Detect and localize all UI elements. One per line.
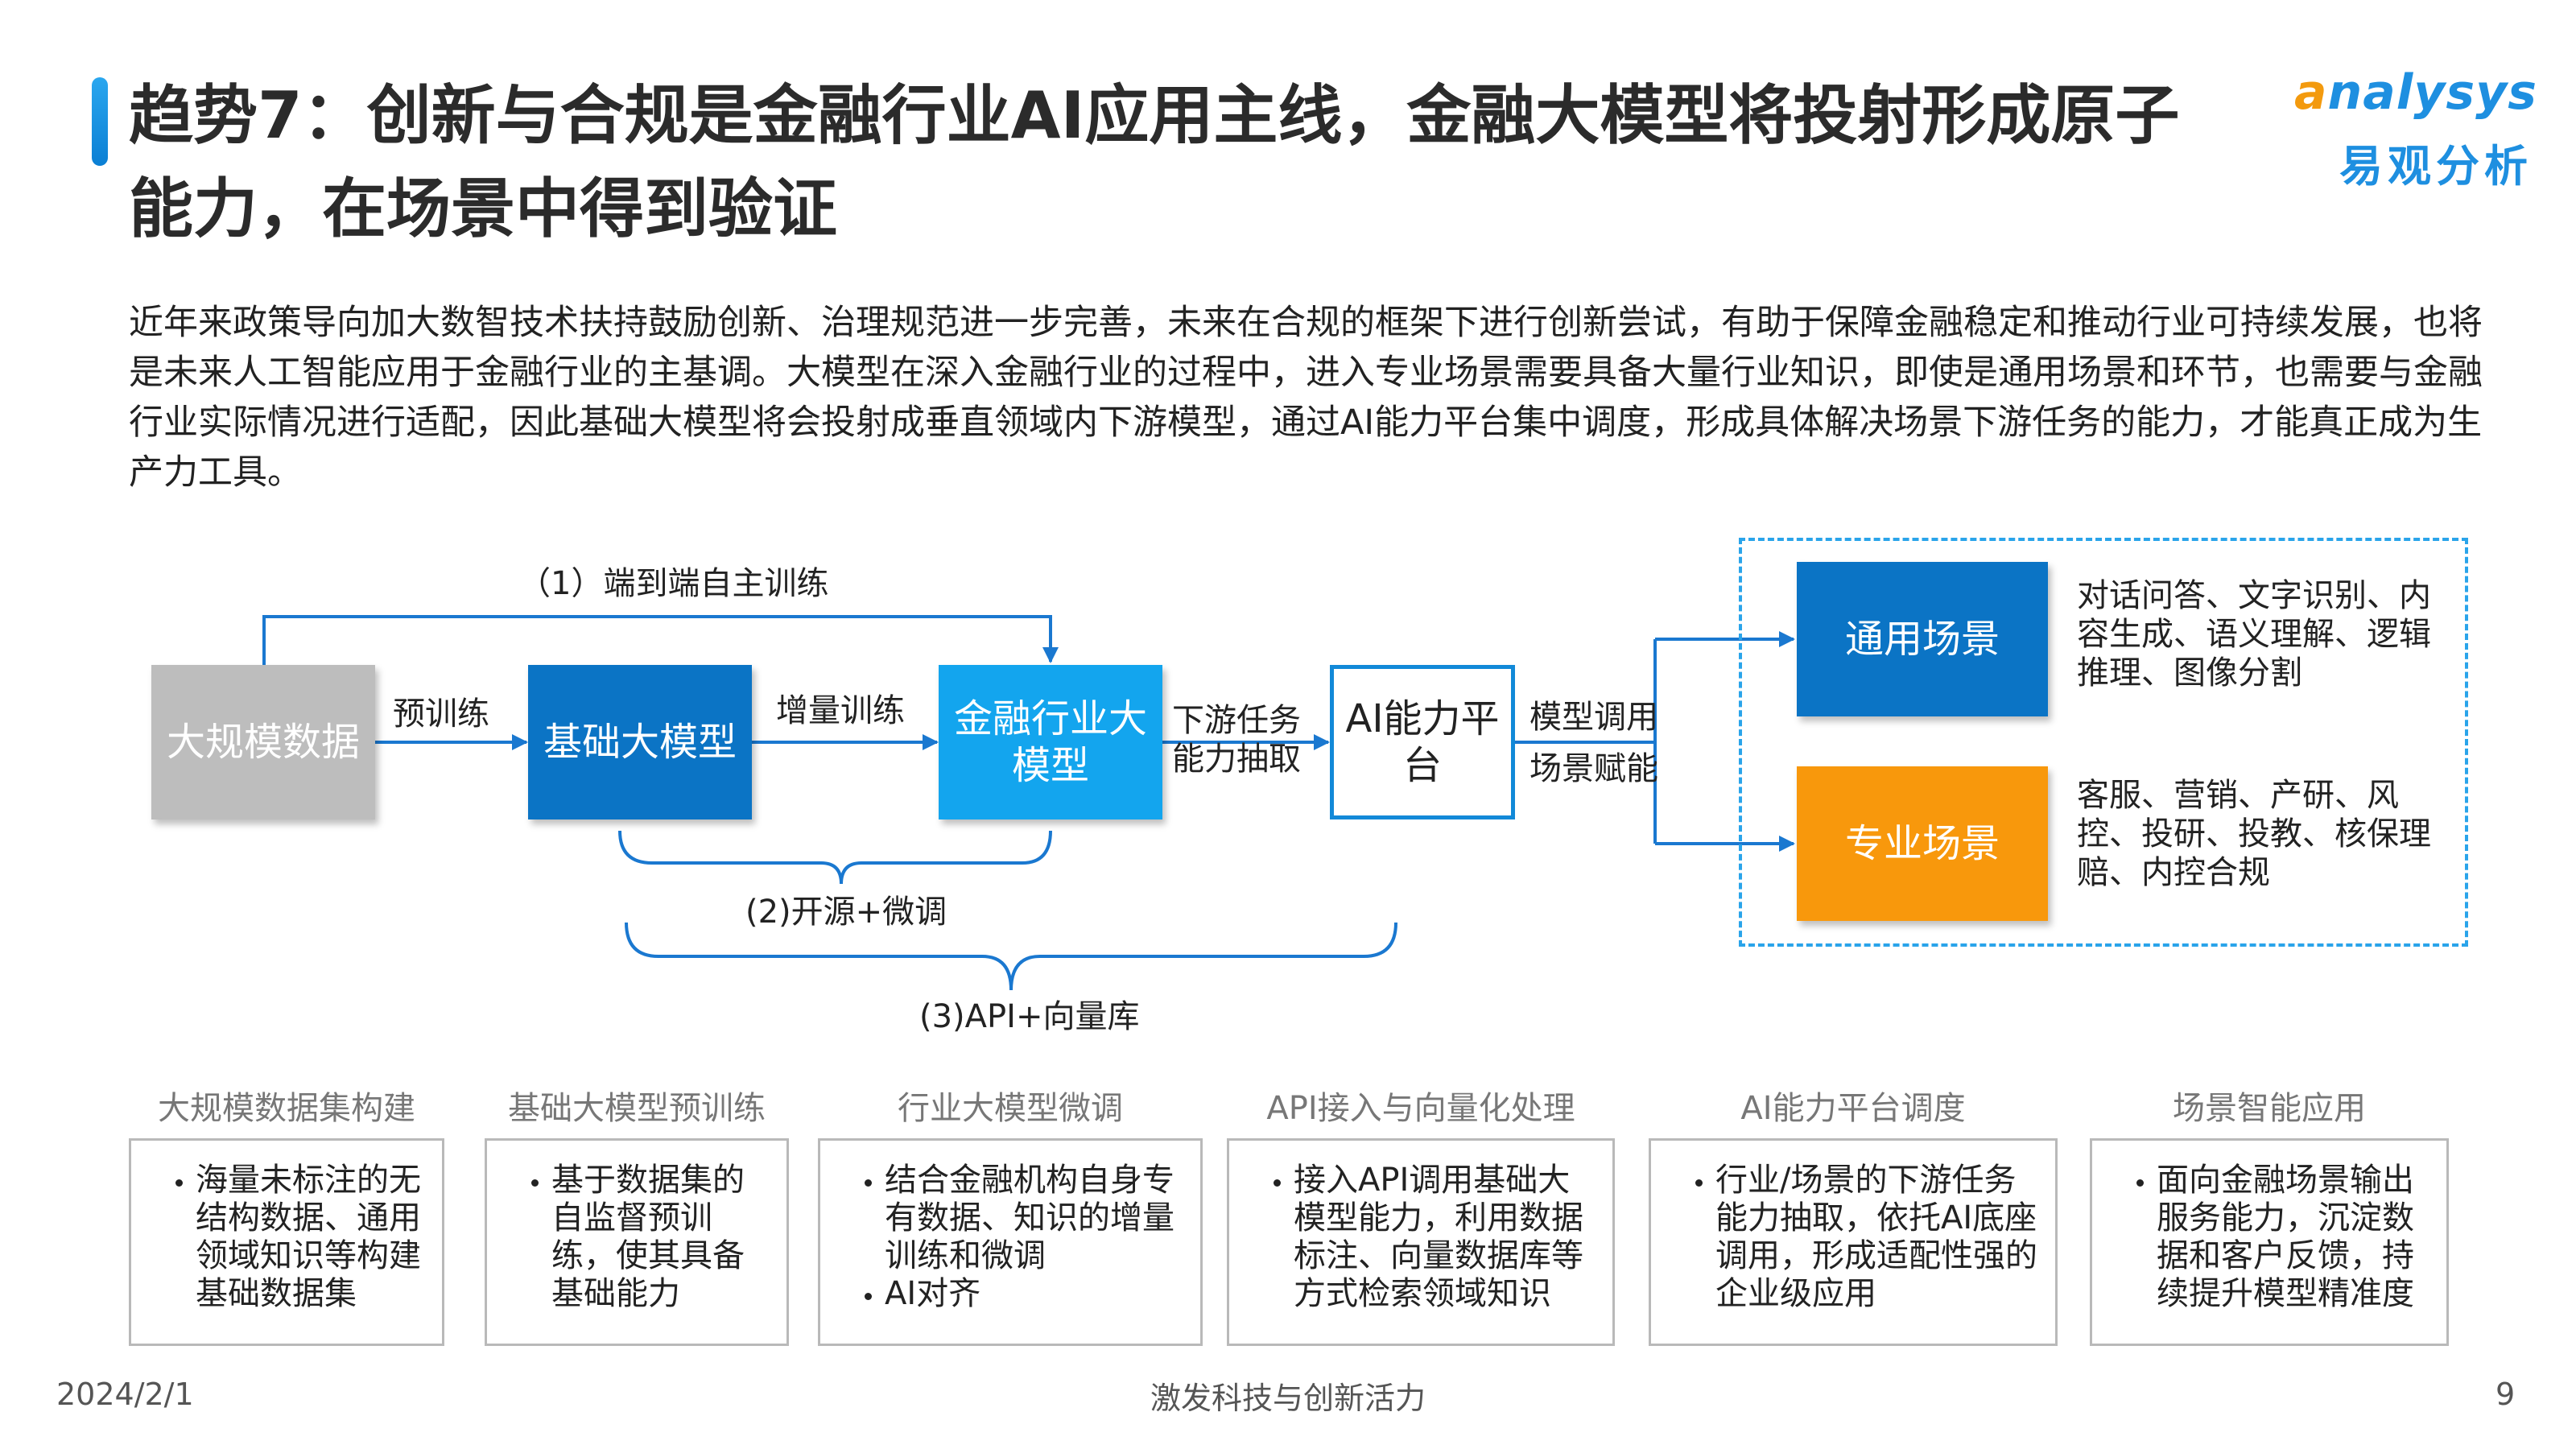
- stage-box-5: 行业/场景的下游任务能力抽取，依托AI底座调用，形成适配性强的企业级应用: [1649, 1138, 2058, 1346]
- stage-box-3: 结合金融机构自身专有数据、知识的增量训练和微调 AI对齐: [818, 1138, 1203, 1346]
- logo-letters: nalysys: [2327, 64, 2537, 121]
- stage-box-2: 基于数据集的自监督预训练，使其具备基础能力: [485, 1138, 789, 1346]
- stage-title-2: 基础大模型预训练: [508, 1090, 766, 1127]
- stage-item: 行业/场景的下游任务能力抽取，依托AI底座调用，形成适配性强的企业级应用: [1715, 1162, 2042, 1313]
- stage-item: 结合金融机构自身专有数据、知识的增量训练和微调: [885, 1162, 1187, 1275]
- logo-text-en: analysys: [2294, 64, 2537, 121]
- label-incremental: 增量训练: [776, 692, 905, 729]
- label-api-vector: (3)API+向量库: [919, 998, 1140, 1035]
- label-open-source: (2)开源+微调: [745, 894, 947, 931]
- stage-item: 基于数据集的自监督预训练，使其具备基础能力: [551, 1162, 774, 1313]
- stage-item: AI对齐: [885, 1275, 1187, 1313]
- intro-paragraph: 近年来政策导向加大数智技术扶持鼓励创新、治理规范进一步完善，未来在合规的框架下进…: [129, 303, 2483, 493]
- label-downstream-1: 下游任务: [1172, 702, 1301, 739]
- box-pro-scene: 专业场景: [1797, 766, 2048, 921]
- page-title: 趋势7：创新与合规是金融行业AI应用主线，金融大模型将投射形成原子能力，在场景中…: [129, 78, 2180, 246]
- stage-item: 面向金融场景输出服务能力，沉淀数据和客户反馈，持续提升模型精准度: [2157, 1162, 2434, 1313]
- stage-title-6: 场景智能应用: [2173, 1090, 2366, 1127]
- stage-title-5: AI能力平台调度: [1740, 1090, 1966, 1127]
- footer-slogan: 激发科技与创新活力: [1150, 1381, 1426, 1416]
- stage-item: 接入API调用基础大模型能力，利用数据标注、向量数据库等方式检索领域知识: [1294, 1162, 1600, 1313]
- brace-open-source: [618, 830, 1052, 885]
- general-scene-desc: 对话问答、文字识别、内容生成、语义理解、逻辑推理、图像分割: [2077, 577, 2431, 691]
- pro-scene-desc: 客服、营销、产研、风控、投研、投教、核保理赔、内控合规: [2077, 777, 2431, 891]
- page-number: 9: [2496, 1377, 2516, 1412]
- box-finance-model: 金融行业大模型: [939, 665, 1162, 819]
- logo-text-cn: 易观分析: [2339, 141, 2533, 192]
- logo-letter-a: a: [2294, 64, 2328, 121]
- stage-title-3: 行业大模型微调: [898, 1090, 1123, 1127]
- box-base-model: 基础大模型: [528, 665, 752, 819]
- title-accent-bar: [92, 77, 108, 166]
- analysys-logo: analysys 易观分析: [2294, 64, 2537, 193]
- footer-date: 2024/2/1: [56, 1377, 194, 1412]
- brace-api: [625, 922, 1397, 991]
- stage-box-1: 海量未标注的无结构数据、通用领域知识等构建基础数据集: [129, 1138, 444, 1346]
- arrow-e2e-training: [262, 615, 1059, 665]
- stage-title-4: API接入与向量化处理: [1266, 1090, 1575, 1127]
- label-scene-enable: 场景赋能: [1530, 750, 1658, 787]
- label-downstream-2: 能力抽取: [1172, 741, 1301, 778]
- label-e2e-training: （1）端到端自主训练: [518, 565, 829, 602]
- stage-box-4: 接入API调用基础大模型能力，利用数据标注、向量数据库等方式检索领域知识: [1227, 1138, 1615, 1346]
- box-general-scene: 通用场景: [1797, 562, 2048, 716]
- stage-item: 海量未标注的无结构数据、通用领域知识等构建基础数据集: [196, 1162, 429, 1313]
- scene-dashed-frame: [1739, 538, 2468, 947]
- stage-box-6: 面向金融场景输出服务能力，沉淀数据和客户反馈，持续提升模型精准度: [2090, 1138, 2449, 1346]
- box-large-scale-data: 大规模数据: [151, 665, 375, 819]
- stage-title-1: 大规模数据集构建: [158, 1090, 415, 1127]
- box-ai-platform: AI能力平台: [1330, 665, 1515, 819]
- label-model-call: 模型调用: [1530, 699, 1658, 736]
- label-pretrain: 预训练: [393, 696, 489, 733]
